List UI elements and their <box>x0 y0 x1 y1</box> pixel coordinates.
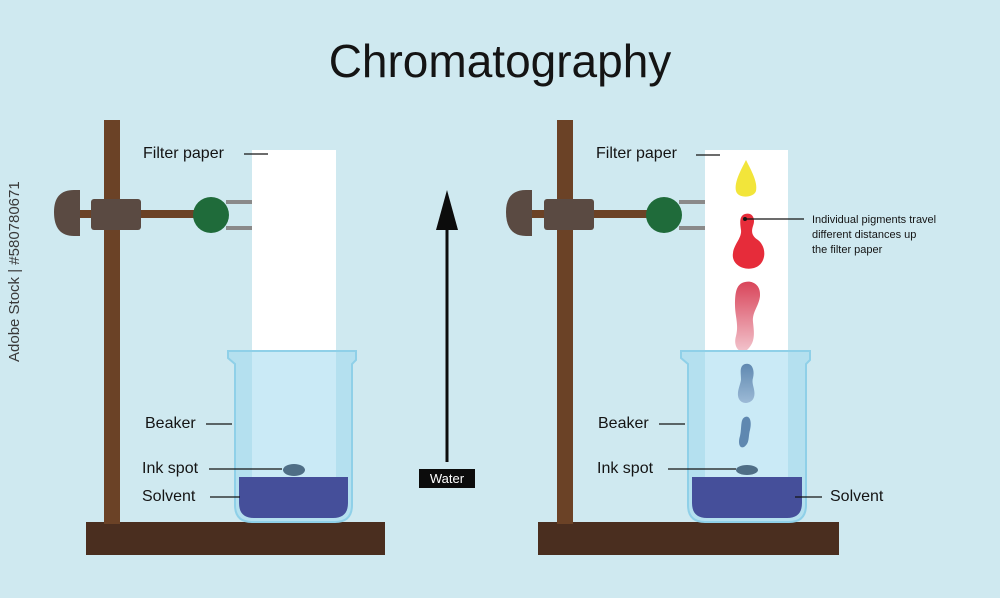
water-arrow <box>436 190 458 462</box>
right-solvent <box>692 477 802 518</box>
left-clamp-prong-top <box>226 200 272 204</box>
right-clamp-ball <box>646 197 682 233</box>
left-ink-spot <box>283 464 305 476</box>
left-ink-spot-label: Ink spot <box>142 460 199 477</box>
pigments-note: Individual pigments travel different dis… <box>812 213 936 258</box>
pigment-blue-upper <box>737 363 755 403</box>
water-arrowhead <box>436 190 458 230</box>
pigment-blue-lower <box>739 416 751 448</box>
right-beaker-label: Beaker <box>598 415 649 432</box>
right-clamp-prong-top <box>679 200 725 204</box>
pigments-note-line: the filter paper <box>812 244 883 256</box>
pigments-note-line: different distances up <box>812 229 917 241</box>
left-beaker-label: Beaker <box>145 415 196 432</box>
left-clamp-knob <box>54 190 80 236</box>
left-base <box>86 522 385 555</box>
right-ink-spot <box>736 465 758 475</box>
page-title: Chromatography <box>328 35 672 87</box>
pigment-yellow <box>735 160 757 197</box>
left-clamp-ball <box>193 197 229 233</box>
water-label: Water <box>419 469 475 488</box>
left-stand-rod <box>104 120 120 524</box>
right-clamp-boss <box>544 199 594 230</box>
right-clamp-knob <box>506 190 532 236</box>
pigments-note-line: Individual pigments travel <box>812 214 937 226</box>
pigment-red <box>732 213 765 269</box>
right-apparatus <box>506 120 839 555</box>
left-clamp-boss <box>91 199 141 230</box>
pigments-note-leader-dot <box>743 217 747 221</box>
left-clamp-prong-bottom <box>226 226 272 230</box>
right-base <box>538 522 839 555</box>
left-solvent-label: Solvent <box>142 488 196 505</box>
pigment-pink <box>735 281 761 352</box>
left-apparatus <box>54 120 385 555</box>
left-solvent <box>239 477 348 518</box>
right-solvent-label: Solvent <box>830 488 884 505</box>
left-filter-paper-label: Filter paper <box>143 145 224 162</box>
right-clamp-prong-bottom <box>679 226 725 230</box>
stock-id-watermark: Adobe Stock | #580780671 <box>6 181 23 362</box>
right-filter-paper-label: Filter paper <box>596 145 677 162</box>
right-stand-rod <box>557 120 573 524</box>
right-ink-spot-label: Ink spot <box>597 460 654 477</box>
